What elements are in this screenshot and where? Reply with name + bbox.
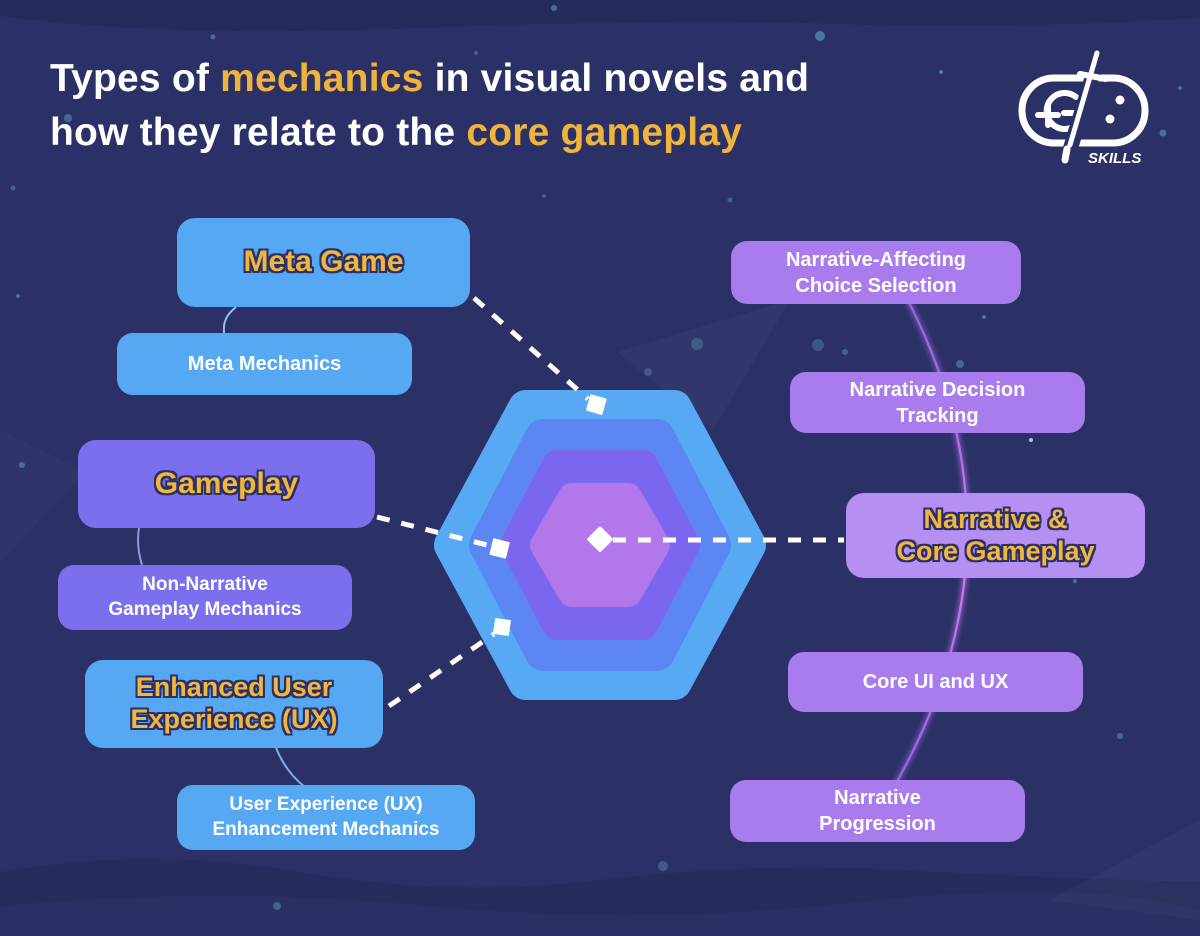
connector-eux — [275, 747, 306, 788]
layer-markers — [489, 394, 613, 636]
title-text: in visual novels and — [423, 57, 810, 100]
title-text: how they relate to the — [50, 110, 467, 154]
node-label: Enhanced User — [135, 672, 333, 703]
bg-decor-dots — [10, 5, 1182, 910]
node-label: Experience (UX) — [130, 704, 338, 734]
dashed-pointers — [376, 296, 844, 709]
node-meta-game: Meta Game — [177, 218, 470, 307]
node-label: Enhancement Mechanics — [212, 818, 440, 840]
node-label: User Experience (UX) — [229, 793, 423, 815]
marker-meta — [586, 394, 607, 415]
node-label: Gameplay Mechanics — [108, 598, 302, 620]
marker-narrative-core — [587, 526, 613, 553]
node-label: Narrative — [834, 787, 921, 809]
title-accent-mechanics: mechanics — [220, 57, 424, 100]
node-narrative-affecting-choice-selection: Narrative-Affecting Choice Selection — [731, 241, 1021, 304]
node-label: Core UI and UX — [862, 671, 1009, 693]
gamepad-buttons — [1105, 95, 1125, 124]
connector-gameplay — [137, 527, 143, 566]
node-narrative-decision-tracking: Narrative Decision Tracking — [790, 372, 1085, 433]
node-gameplay: Gameplay — [78, 440, 375, 528]
dash-meta-game — [472, 296, 590, 401]
node-label: Core Gameplay — [896, 535, 1095, 566]
node-non-narrative-gameplay-mechanics: Non-Narrative Gameplay Mechanics — [58, 565, 352, 630]
connector-meta — [222, 306, 237, 335]
node-enhanced-user-experience: Enhanced User Experience (UX) — [85, 660, 383, 748]
sword-icon — [1061, 50, 1109, 164]
page-title: Types of mechanics in visual novels and … — [50, 52, 990, 160]
node-label: Narrative-Affecting — [785, 248, 967, 271]
left-connectors — [137, 306, 306, 788]
title-accent-core-gameplay: core gameplay — [466, 110, 743, 154]
node-label: Progression — [819, 813, 936, 835]
node-ux-enhancement-mechanics: User Experience (UX) Enhancement Mechani… — [177, 785, 475, 850]
marker-gameplay — [489, 538, 510, 559]
node-label: Gameplay — [154, 466, 299, 500]
marker-enhanced-ux — [493, 618, 511, 636]
node-label: Narrative & — [923, 503, 1068, 534]
node-label: Meta Game — [243, 245, 404, 279]
node-label: Non-Narrative — [142, 573, 268, 595]
gd-skills-logo: SKILLS — [1018, 50, 1149, 167]
node-label: Choice Selection — [795, 274, 957, 297]
logo-skills-text: SKILLS — [1088, 150, 1141, 167]
node-core-ui-and-ux: Core UI and UX — [788, 652, 1083, 712]
dash-gameplay — [376, 514, 492, 549]
node-label: Tracking — [896, 404, 979, 427]
node-meta-mechanics: Meta Mechanics — [117, 333, 412, 395]
title-text: Types of — [50, 57, 221, 100]
dash-enhanced-ux — [387, 631, 496, 709]
gamepad-outline — [1018, 74, 1149, 147]
dpad-plus-icon — [1035, 102, 1061, 128]
node-narrative-core-gameplay: Narrative & Core Gameplay — [846, 493, 1145, 578]
node-narrative-progression: Narrative Progression — [730, 780, 1025, 842]
node-label: Meta Mechanics — [187, 353, 342, 375]
node-label: Narrative Decision — [849, 378, 1026, 401]
